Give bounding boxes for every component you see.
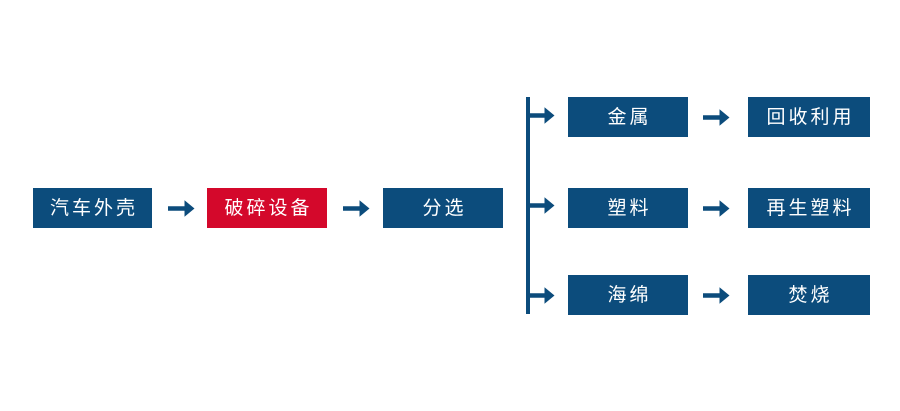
node-metal[interactable]: 金属 xyxy=(568,97,688,137)
node-regenerated-plastic[interactable]: 再生塑料 xyxy=(748,188,870,228)
node-plastic[interactable]: 塑料 xyxy=(568,188,688,228)
node-recycle-reuse[interactable]: 回收利用 xyxy=(748,97,870,137)
arrow-right-icon-plastic-to-regenerated xyxy=(703,199,730,218)
arrow-right-icon-branch-metal xyxy=(528,106,555,125)
arrow-right-icon-branch-sponge xyxy=(528,286,555,305)
arrow-right-icon-branch-plastic xyxy=(528,196,555,215)
node-incineration[interactable]: 焚烧 xyxy=(748,275,870,315)
node-sponge[interactable]: 海绵 xyxy=(568,275,688,315)
node-car-shell[interactable]: 汽车外壳 xyxy=(33,188,152,228)
node-sorting[interactable]: 分选 xyxy=(383,188,503,228)
arrow-right-icon-main-1 xyxy=(168,199,195,218)
arrow-right-icon-sponge-to-incineration xyxy=(703,286,730,305)
arrow-right-icon-metal-to-recycle xyxy=(703,108,730,127)
arrow-right-icon-main-2 xyxy=(343,199,370,218)
node-crushing-equipment[interactable]: 破碎设备 xyxy=(207,188,327,228)
